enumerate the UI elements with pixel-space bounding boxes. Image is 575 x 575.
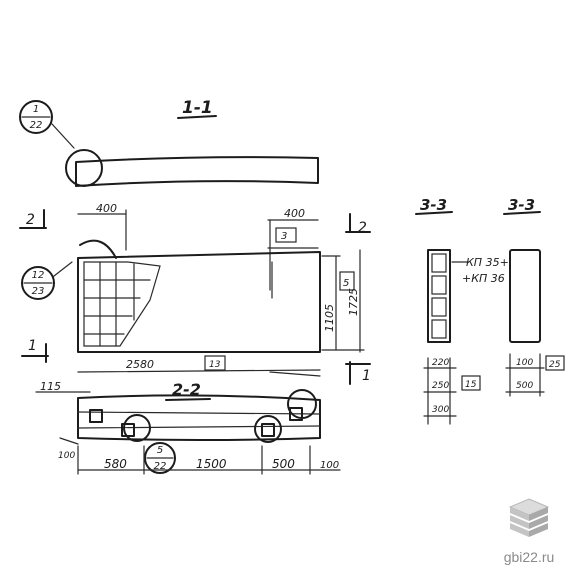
svg-text:300: 300 [432,405,449,415]
svg-text:12: 12 [32,270,45,281]
section-3-3-left-body: КП 35+ +КП 36 220 250 300 15 [423,249,509,425]
svg-text:100: 100 [320,460,339,471]
section-label-3-3-right: 3-3 [508,196,535,214]
svg-text:580: 580 [104,457,127,471]
cut-mark-1-right: 1 [345,361,371,385]
svg-text:2: 2 [26,212,35,228]
svg-text:100: 100 [58,451,75,461]
svg-text:400: 400 [284,207,305,220]
wall-panel [77,239,321,353]
svg-text:+КП 36: +КП 36 [462,272,505,285]
svg-text:2580: 2580 [126,358,154,371]
svg-text:1725: 1725 [347,288,360,316]
svg-text:КП 35+: КП 35+ [466,256,509,269]
svg-text:100: 100 [516,358,533,368]
svg-text:23: 23 [32,286,45,297]
section-3-3-left-underline [415,211,453,215]
cut-mark-2-left: 2 [19,209,47,229]
section-label-3-3-left: 3-3 [420,196,447,214]
section-label-1-1: 1-1 [182,98,213,118]
bottom-dimensions: 100 580 1500 500 100 [58,445,341,475]
section-2-2-underline [165,398,211,401]
dimension-115: 115 [40,380,61,393]
dimension-2580: 2580 13 [77,355,321,377]
section-3-3-right-underline [503,211,541,215]
svg-text:1105: 1105 [323,304,336,332]
callout-side: 12 23 [21,261,73,300]
svg-text:5: 5 [157,445,163,456]
dimension-height: 5 1105 1725 [321,249,365,353]
site-watermark: gbi22.ru [489,495,569,565]
svg-text:400: 400 [96,202,117,215]
dimension-400-right: 400 3 [267,207,319,291]
section-underline [177,115,217,119]
svg-text:3: 3 [281,231,287,242]
svg-text:25: 25 [549,360,561,370]
bottom-beam [59,389,321,445]
svg-text:500: 500 [516,381,533,391]
section-3-3-right-body: 100 500 25 [505,249,565,397]
callout-bottom: 5 22 [144,442,176,474]
svg-text:2: 2 [358,220,367,236]
svg-text:220: 220 [432,358,449,368]
svg-text:22: 22 [30,120,43,131]
svg-text:13: 13 [209,360,221,370]
svg-text:500: 500 [272,457,295,471]
svg-text:1500: 1500 [196,457,227,471]
watermark-text: gbi22.ru [503,549,555,565]
cut-mark-2-right: 2 [345,213,371,236]
beam-strip [65,149,319,187]
callout-top: 1 22 [19,100,75,149]
svg-text:1: 1 [362,368,371,384]
section-label-2-2: 2-2 [172,380,201,399]
svg-text:1: 1 [28,338,37,354]
svg-text:5: 5 [343,278,349,289]
stacked-slabs-logo-icon [508,498,550,537]
cut-mark-1-left: 1 [21,338,49,363]
dimension-400-left: 400 [77,202,127,251]
svg-text:1: 1 [33,104,39,115]
svg-text:15: 15 [465,380,477,390]
svg-text:22: 22 [154,461,167,472]
svg-text:250: 250 [432,381,449,391]
